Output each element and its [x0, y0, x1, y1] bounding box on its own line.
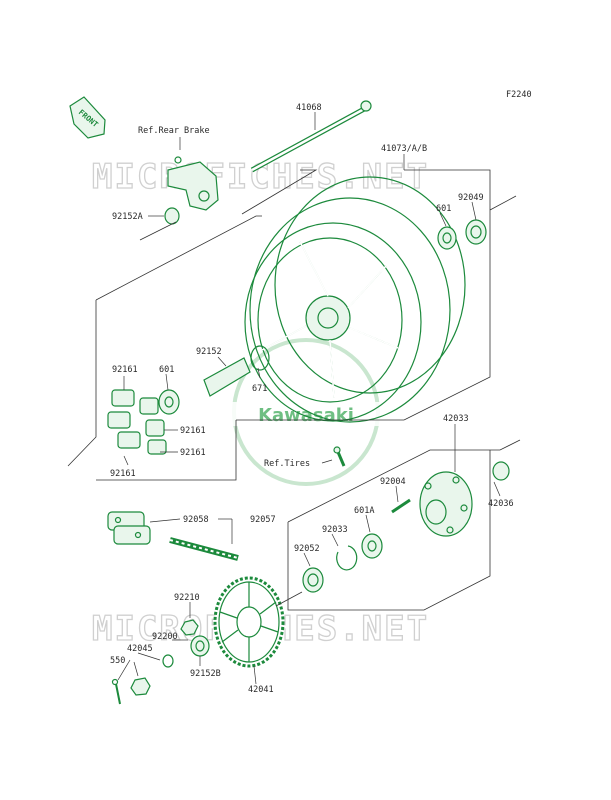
spacer-92152-part	[203, 357, 251, 397]
circlip-92033-part	[336, 545, 358, 571]
label-92057: 92057	[250, 515, 276, 525]
label-92161-right-2: 92161	[180, 448, 206, 458]
label-92152: 92152	[196, 347, 222, 357]
assembly-frame-lines	[67, 169, 521, 611]
washer-92200-part	[162, 654, 174, 668]
damper-92161-part	[107, 389, 167, 455]
bearing-601-left-part	[158, 389, 180, 415]
caliper-bracket-part	[167, 156, 219, 211]
nut-92210-part	[180, 619, 199, 636]
seal-92049-part	[465, 219, 487, 245]
label-92210: 92210	[174, 593, 200, 603]
label-92200: 92200	[152, 632, 178, 642]
cotter-pin-550-part	[111, 678, 121, 705]
nut-42045-part	[130, 677, 151, 696]
label-ref-tires[interactable]: Ref.Tires	[264, 459, 310, 469]
label-42033: 42033	[443, 414, 469, 424]
label-42045: 42045	[127, 644, 153, 654]
figure-code: F2240	[506, 90, 532, 100]
label-601-top: 601	[436, 204, 451, 214]
label-550: 550	[110, 656, 125, 666]
label-92033: 92033	[322, 525, 348, 535]
label-92052: 92052	[294, 544, 320, 554]
label-42041: 42041	[248, 685, 274, 695]
bearing-601-top-part	[437, 226, 457, 250]
label-41068: 41068	[296, 103, 322, 113]
label-92161-bottom: 92161	[110, 469, 136, 479]
collar-42036-part	[492, 461, 510, 481]
collar-92152a-part	[164, 207, 180, 225]
part-labels: 41068 Ref.Rear Brake 41073/A/B 92152A 60…	[110, 103, 514, 695]
label-601-left: 601	[159, 365, 174, 375]
axle-part	[250, 100, 372, 173]
label-601a: 601A	[354, 506, 374, 516]
master-link-92058-part	[107, 511, 151, 545]
label-41073: 41073/A/B	[381, 144, 427, 154]
brand-logo-text: Kawasaki	[258, 405, 354, 426]
leader-lines	[117, 112, 501, 685]
stud-92004-part	[391, 498, 411, 514]
collar-92152b-part	[190, 635, 210, 657]
label-92161-right-1: 92161	[180, 426, 206, 436]
sprocket-coupling-part	[419, 471, 473, 537]
label-92152a: 92152A	[112, 212, 143, 222]
rear-wheel-part	[244, 176, 466, 423]
label-671: 671	[252, 384, 267, 394]
label-ref-rear-brake[interactable]: Ref.Rear Brake	[138, 126, 210, 136]
label-92004: 92004	[380, 477, 406, 487]
label-92049: 92049	[458, 193, 484, 203]
label-92058: 92058	[183, 515, 209, 525]
o-ring-671-part	[250, 345, 270, 371]
label-92161-top: 92161	[112, 365, 138, 375]
rear-sprocket-part	[213, 576, 285, 668]
bearing-601a-part	[361, 533, 383, 559]
front-arrow-icon: FRONT	[69, 96, 106, 139]
label-92152b: 92152B	[190, 669, 221, 679]
chain-92057-part	[169, 537, 239, 561]
seal-92052-part	[302, 567, 324, 593]
tire-valve-part	[333, 446, 346, 467]
label-42036: 42036	[488, 499, 514, 509]
